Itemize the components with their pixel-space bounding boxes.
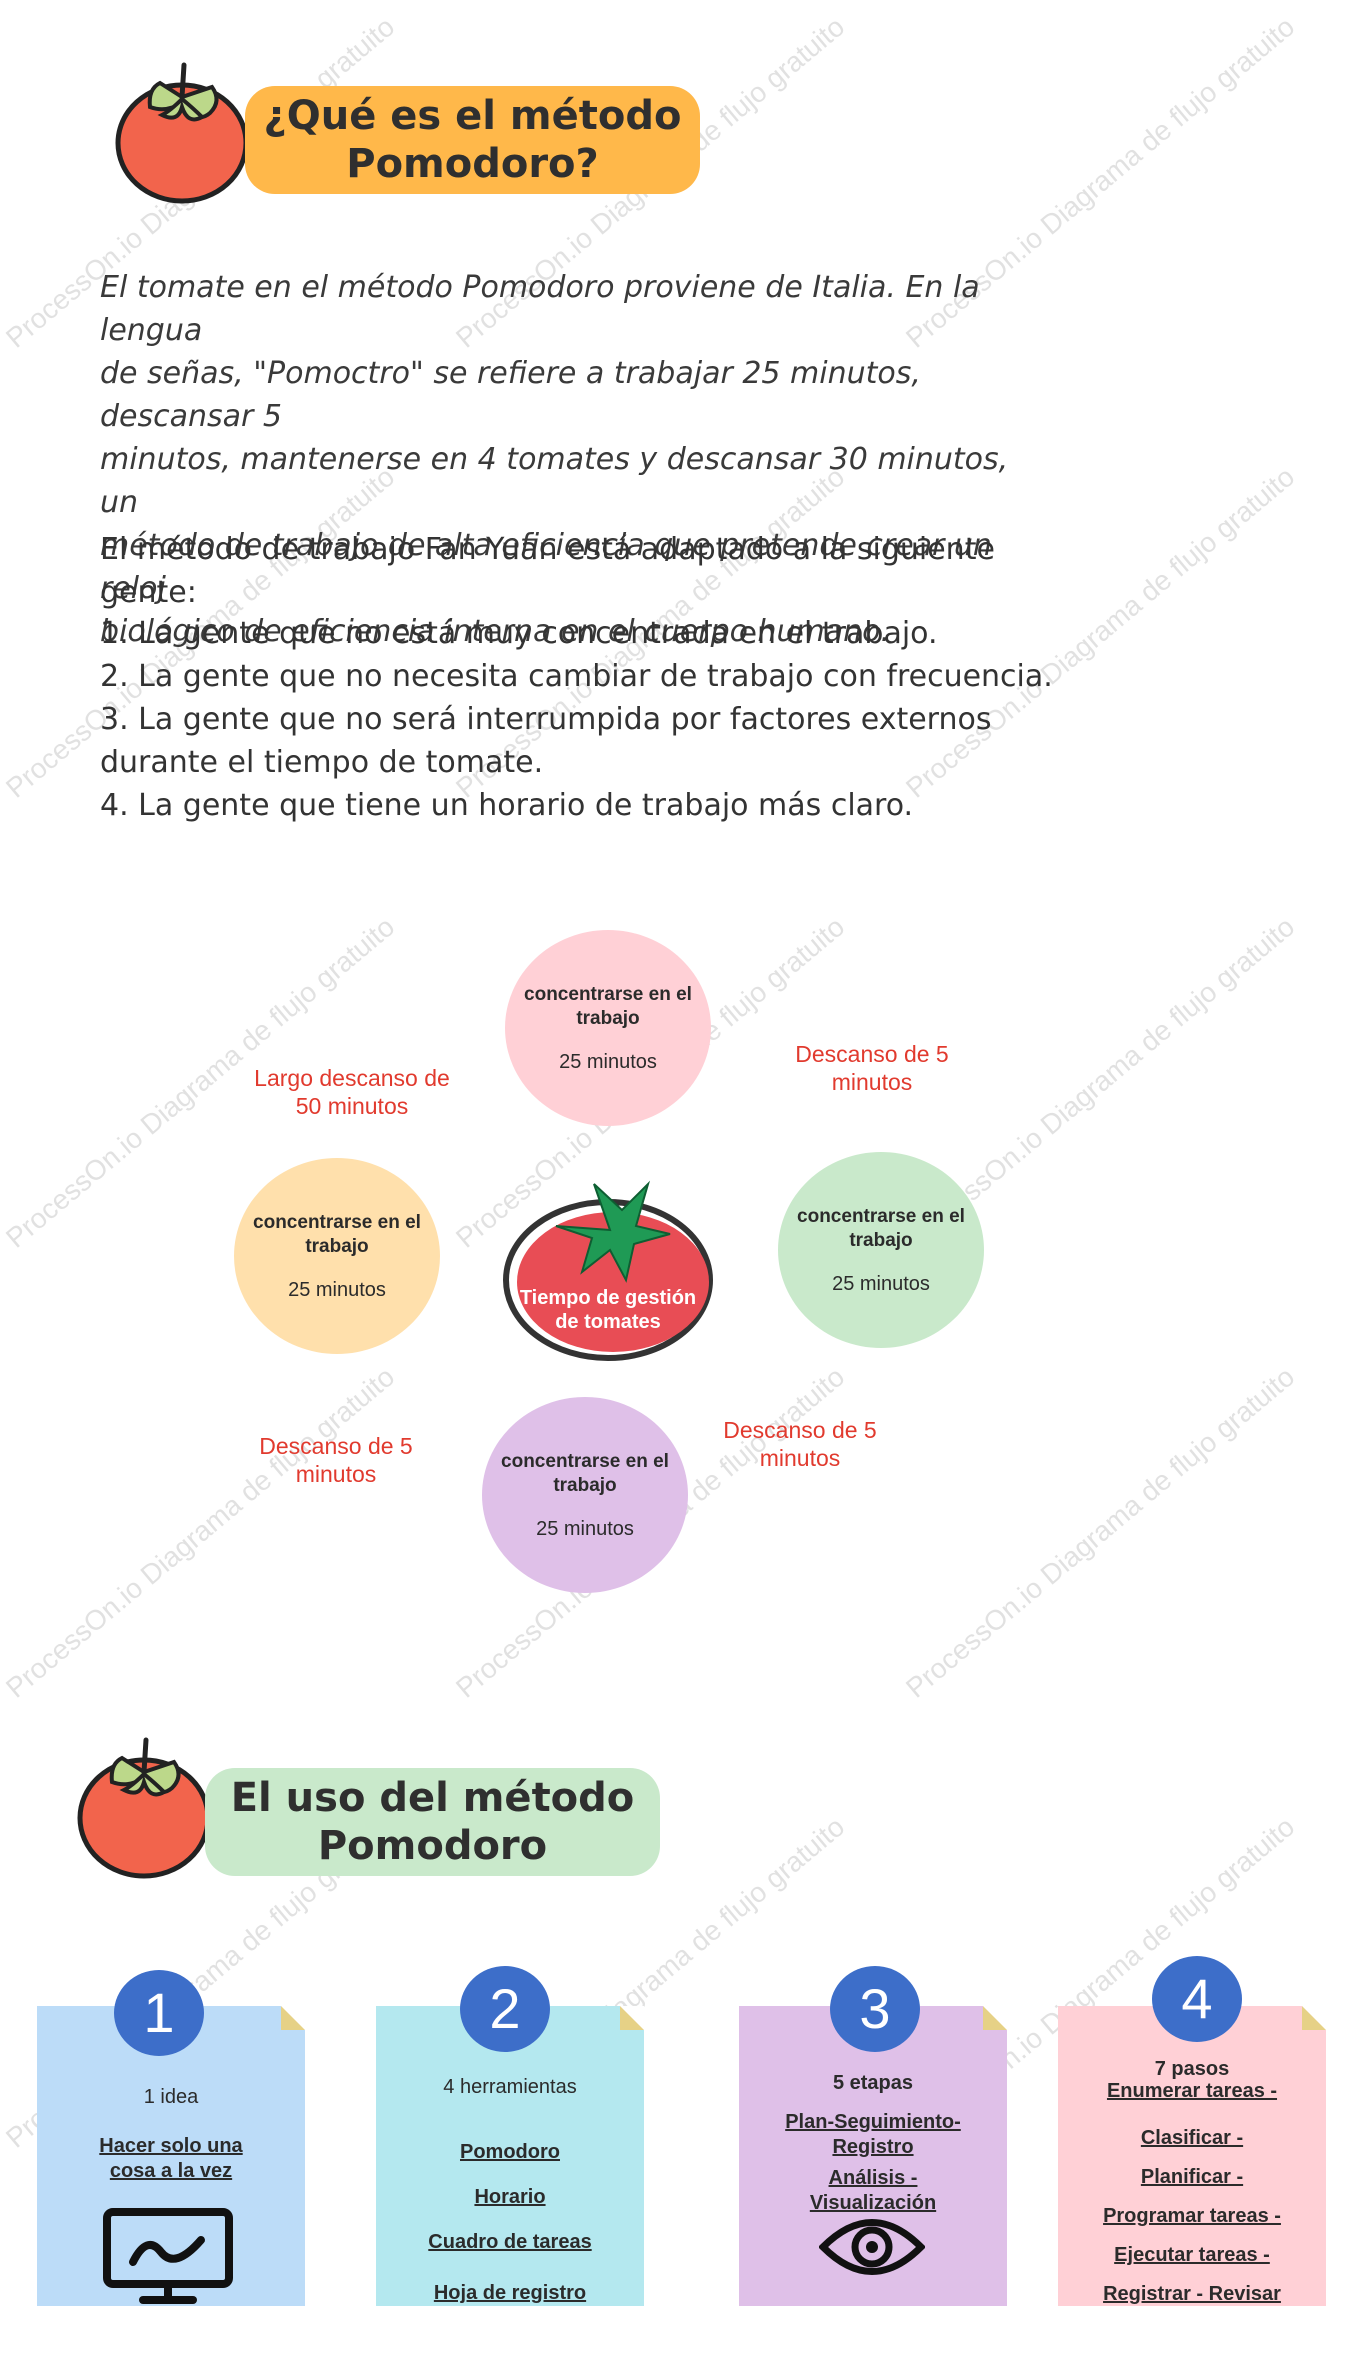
step-card-2: 4 herramientas Pomodoro Horario Cuadro d… bbox=[376, 2006, 644, 2306]
step-number-2: 2 bbox=[460, 1966, 550, 2052]
list-item: 3. La gente que no será interrumpida por… bbox=[100, 702, 992, 737]
card-item-link[interactable]: Análisis - Visualización bbox=[809, 2167, 937, 2214]
watermark: ProcessOn.io Diagrama de flujo gratuito bbox=[0, 1360, 401, 1704]
card-item-link[interactable]: Hoja de registro bbox=[433, 2282, 587, 2304]
step-card-3: 5 etapas Plan-Seguimiento-Registro Análi… bbox=[739, 2006, 1007, 2306]
center-label: Tiempo de gestión de tomates bbox=[519, 1287, 697, 1333]
step-card-4: 7 pasos Enumerar tareas - Clasificar - P… bbox=[1058, 2006, 1326, 2306]
intro-line: minutos, mantenerse en 4 tomates y desca… bbox=[100, 442, 1009, 520]
section-title-line: Pomodoro bbox=[317, 1823, 548, 1869]
focus-minutes: 25 minutos bbox=[288, 1278, 386, 1301]
card-items: Hacer solo una cosa a la vez bbox=[77, 2134, 265, 2184]
page-fold bbox=[1302, 2006, 1326, 2030]
audience-list: 1. La gente que no está muy concentrada … bbox=[100, 612, 1060, 827]
focus-bubble-right: concentrarse en el trabajo 25 minutos bbox=[778, 1152, 984, 1348]
card-items: Pomodoro Horario Cuadro de tareas Hoja d… bbox=[376, 2130, 644, 2316]
card-item-link[interactable]: Programar tareas - bbox=[1103, 2205, 1281, 2227]
section-title: El uso del método Pomodoro bbox=[205, 1768, 660, 1876]
card-heading: 7 pasos bbox=[1154, 2058, 1230, 2080]
card-item-link[interactable]: Pomodoro bbox=[460, 2141, 560, 2163]
card-item-link[interactable]: Plan-Seguimiento-Registro bbox=[785, 2111, 961, 2158]
section-title-line: El uso del método bbox=[230, 1775, 635, 1821]
card-heading: 5 etapas bbox=[832, 2072, 914, 2094]
list-item: 2. La gente que no necesita cambiar de t… bbox=[100, 659, 1053, 694]
rest-label-top-right: Descanso de 5 minutos bbox=[795, 1041, 949, 1095]
page-fold bbox=[281, 2006, 305, 2030]
card-item-link[interactable]: Ejecutar tareas - bbox=[1114, 2244, 1270, 2266]
focus-title: concentrarse en el trabajo bbox=[797, 1205, 965, 1251]
tomato-graphic bbox=[503, 1180, 713, 1361]
focus-bubble-bottom: concentrarse en el trabajo 25 minutos bbox=[482, 1397, 688, 1593]
section-title-line: Pomodoro? bbox=[346, 141, 599, 187]
rest-label-long: Largo descanso de 50 minutos bbox=[254, 1065, 450, 1119]
focus-bubble-top: concentrarse en el trabajo 25 minutos bbox=[505, 930, 711, 1126]
watermark: ProcessOn.io Diagrama de flujo gratuito bbox=[900, 1360, 1301, 1704]
card-item-link[interactable]: Clasificar - bbox=[1140, 2127, 1244, 2149]
tomato-icon bbox=[72, 1730, 212, 1880]
card-item-link[interactable]: Horario bbox=[474, 2186, 546, 2208]
focus-minutes: 25 minutos bbox=[559, 1050, 657, 1073]
section-title-line: ¿Qué es el método bbox=[263, 93, 682, 139]
intro-line: método de trabajo de alta eficiencia que… bbox=[100, 528, 992, 606]
focus-title: concentrarse en el trabajo bbox=[524, 983, 692, 1029]
focus-title: concentrarse en el trabajo bbox=[253, 1211, 421, 1257]
focus-title: concentrarse en el trabajo bbox=[501, 1450, 669, 1496]
page-fold bbox=[620, 2006, 644, 2030]
card-heading: 4 herramientas bbox=[443, 2076, 577, 2098]
intro-line: El tomate en el método Pomodoro proviene… bbox=[100, 270, 980, 348]
focus-bubble-left: concentrarse en el trabajo 25 minutos bbox=[234, 1158, 440, 1354]
card-item-link[interactable]: Hacer solo una cosa a la vez bbox=[99, 2135, 243, 2182]
step-number-4: 4 bbox=[1152, 1956, 1242, 2042]
intro-line: de señas, "Pomoctro" se refiere a trabaj… bbox=[100, 356, 921, 434]
card-items: Plan-Seguimiento-Registro Análisis - Vis… bbox=[773, 2110, 973, 2216]
page-fold bbox=[983, 2006, 1007, 2030]
card-item-link[interactable]: Planificar - bbox=[1140, 2166, 1244, 2188]
rest-label-bottom-right: Descanso de 5 minutos bbox=[723, 1417, 877, 1471]
tomato-icon bbox=[110, 55, 250, 205]
adapted-text: El método de trabajo Fan Yuan está adapt… bbox=[100, 532, 995, 610]
center-tomato: Tiempo de gestión de tomates bbox=[498, 1170, 720, 1370]
rest-label-bottom-left: Descanso de 5 minutos bbox=[259, 1433, 413, 1487]
list-item: 1. La gente que no está muy concentrada … bbox=[100, 616, 938, 651]
eye-icon bbox=[818, 2214, 926, 2280]
intro-paragraph: El tomate en el método Pomodoro proviene… bbox=[100, 266, 1020, 653]
focus-minutes: 25 minutos bbox=[536, 1517, 634, 1540]
card-item-link[interactable]: Enumerar tareas - bbox=[1106, 2080, 1278, 2102]
card-item-link[interactable]: Registrar - Revisar bbox=[1103, 2283, 1281, 2305]
monitor-chart-icon bbox=[103, 2208, 239, 2306]
card-item-link[interactable]: Cuadro de tareas bbox=[428, 2231, 592, 2253]
card-items: Enumerar tareas - Clasificar - Planifica… bbox=[1058, 2080, 1326, 2314]
card-heading: 1 idea bbox=[143, 2086, 199, 2108]
list-item: 4. La gente que tiene un horario de trab… bbox=[100, 788, 914, 823]
step-number-3: 3 bbox=[830, 1966, 920, 2052]
step-number-1: 1 bbox=[114, 1970, 204, 2056]
list-item: durante el tiempo de tomate. bbox=[100, 745, 544, 780]
focus-minutes: 25 minutos bbox=[832, 1272, 930, 1295]
step-card-1: 1 idea Hacer solo una cosa a la vez bbox=[37, 2006, 305, 2306]
section-title: ¿Qué es el método Pomodoro? bbox=[245, 86, 700, 194]
intro-line: biológico de eficiencia interna en el cu… bbox=[100, 614, 891, 649]
